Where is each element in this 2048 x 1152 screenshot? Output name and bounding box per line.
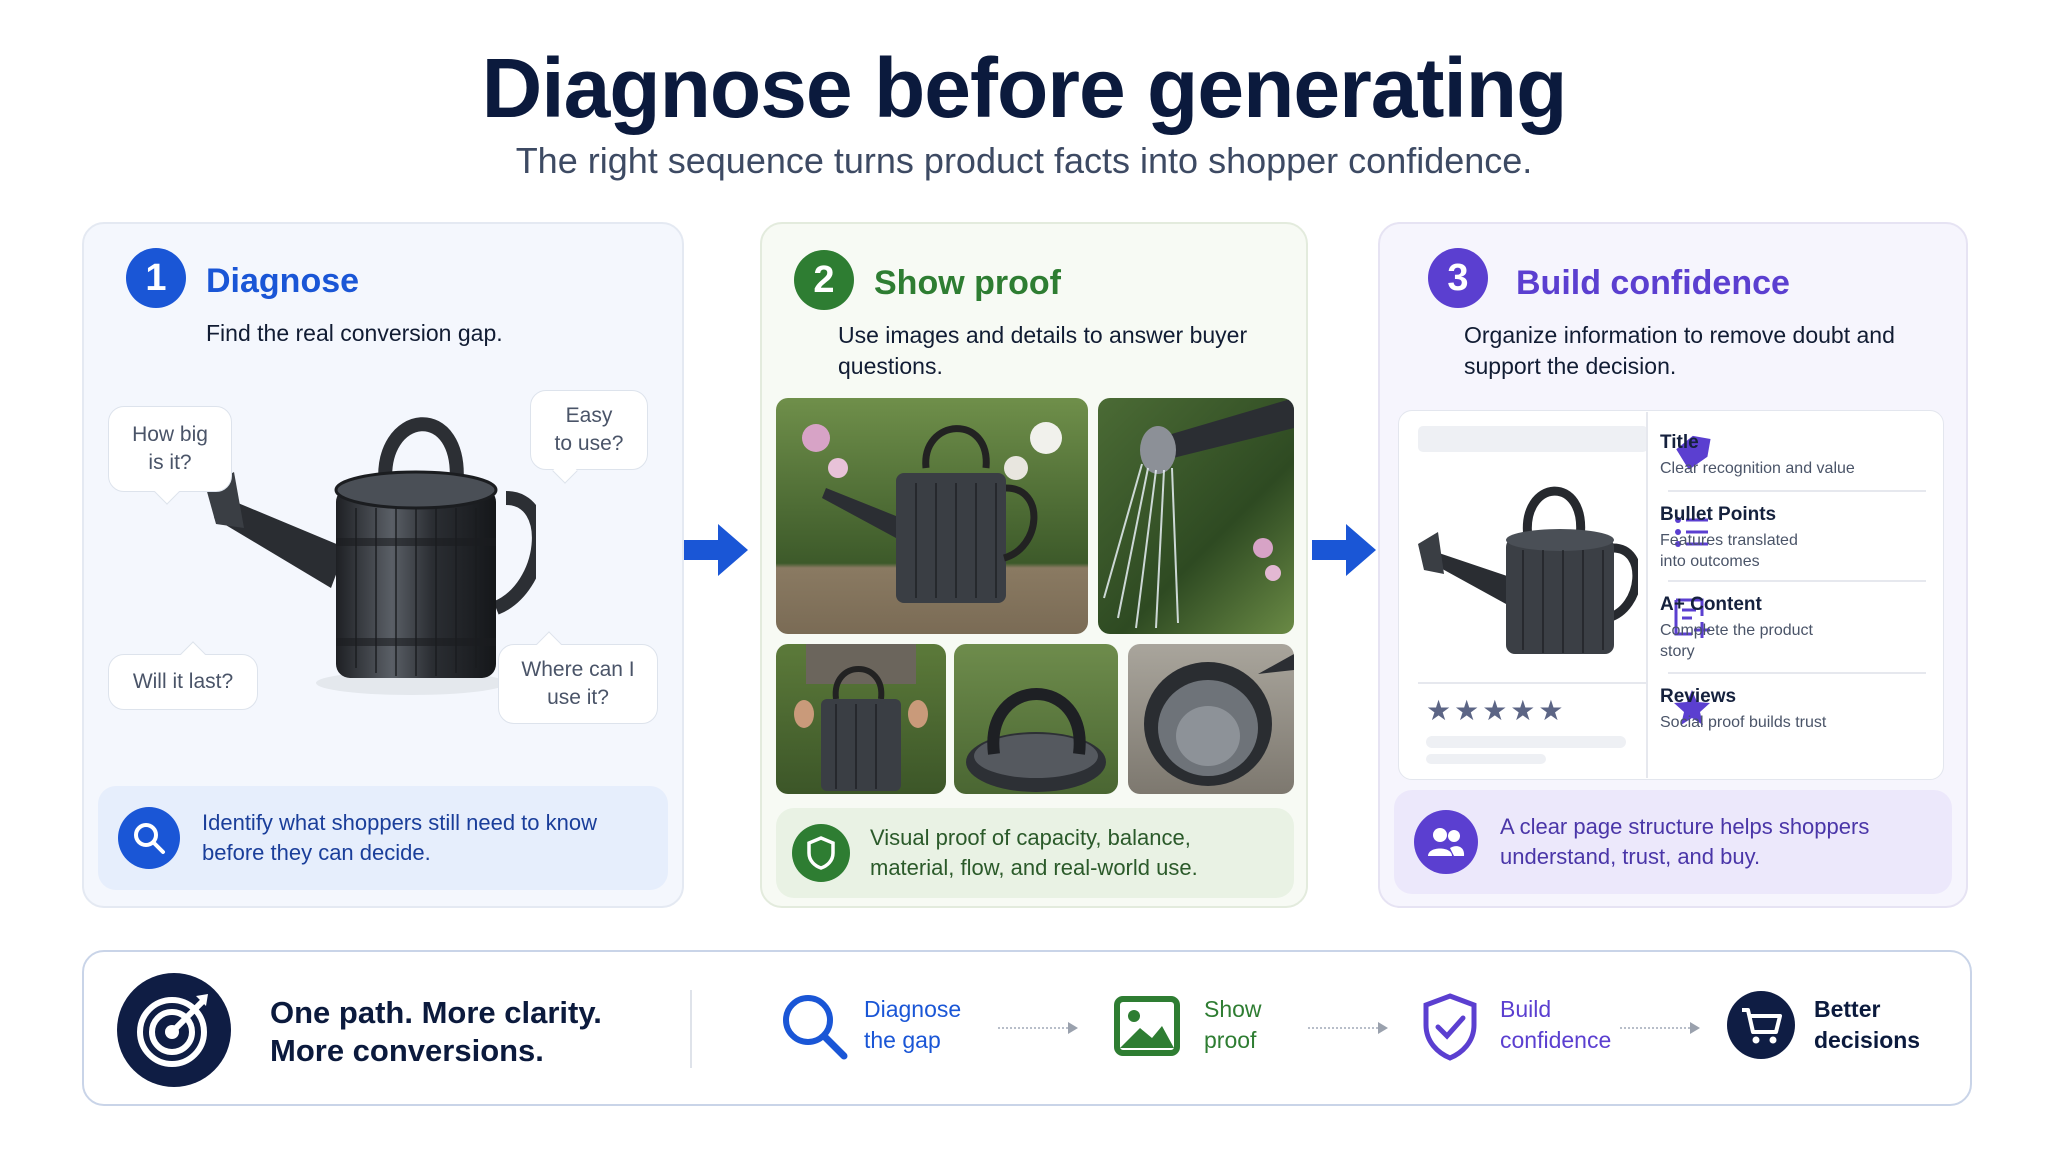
step-number-1: 1 — [126, 248, 186, 308]
question-bubble-size: How big is it? — [108, 406, 232, 492]
question-bubble-ease: Easy to use? — [530, 390, 648, 470]
search-icon — [783, 995, 848, 1060]
star-icon — [1674, 690, 1710, 725]
list-icon — [1675, 517, 1708, 547]
users-icon — [1414, 810, 1478, 874]
feature-a-plus-content: A+ Content Complete the product story — [1660, 594, 1813, 660]
build-confidence-callout-text: A clear page structure helps shoppers un… — [1500, 814, 1870, 869]
listing-title-placeholder — [1418, 426, 1648, 452]
product-photo-garden — [776, 398, 1088, 634]
search-icon — [118, 807, 180, 869]
product-listing-mockup — [1398, 410, 1944, 780]
feature-divider — [1668, 580, 1926, 582]
tag-icon — [1676, 435, 1711, 470]
feature-divider — [1668, 672, 1926, 674]
step-desc-build-confidence: Organize information to remove doubt and… — [1464, 322, 1895, 379]
watering-can-image — [206, 417, 536, 695]
product-photo-handle — [954, 644, 1118, 794]
feature-reviews: Reviews Social proof builds trust — [1660, 686, 1827, 731]
feature-bullet-points: Bullet Points Features translated into o… — [1660, 504, 1798, 570]
feature-title: Title Clear recognition and value — [1660, 432, 1855, 477]
cart-icon — [1727, 991, 1795, 1059]
question-bubble-usage: Where can I use it? — [498, 644, 658, 724]
question-bubble-durability: Will it last? — [108, 654, 258, 710]
summary-tagline: One path. More clarity. More conversions… — [270, 995, 602, 1068]
show-proof-callout: Visual proof of capacity, balance, mater… — [776, 808, 1294, 898]
arrow-right-icon — [1312, 524, 1376, 576]
listing-product-image — [1418, 486, 1638, 654]
page-subtitle: The right sequence turns product facts i… — [515, 140, 1533, 181]
rating-stars: ★★★★★ — [1426, 695, 1567, 726]
step-title-show-proof: Show proof — [874, 264, 1061, 302]
diagnose-callout: Identify what shoppers still need to kno… — [98, 786, 668, 890]
image-icon — [1114, 996, 1180, 1056]
flow-arrow — [998, 1022, 1078, 1034]
listing-text-placeholder — [1426, 736, 1626, 748]
step-title-diagnose: Diagnose — [206, 262, 360, 300]
diagnose-callout-text: Identify what shoppers still need to kno… — [202, 810, 598, 865]
product-photo-interior — [1128, 644, 1294, 794]
product-photo-pouring — [1098, 398, 1294, 634]
step-number-3: 3 — [1428, 248, 1488, 308]
build-confidence-callout: A clear page structure helps shoppers un… — [1394, 790, 1952, 894]
feature-divider — [1668, 490, 1926, 492]
listing-divider — [1646, 412, 1648, 778]
step-number-2: 2 — [794, 250, 854, 310]
shield-icon — [792, 824, 850, 882]
listing-text-placeholder — [1426, 754, 1546, 764]
product-photo-held — [776, 644, 946, 794]
step-title-build-confidence: Build confidence — [1516, 264, 1790, 302]
arrow-right-icon — [684, 524, 748, 576]
listing-divider — [1418, 682, 1646, 684]
step-desc-diagnose: Find the real conversion gap. — [206, 320, 503, 346]
flow-arrow — [1308, 1022, 1388, 1034]
page-title: Diagnose before generating — [481, 41, 1568, 135]
show-proof-callout-text: Visual proof of capacity, balance, mater… — [870, 825, 1198, 880]
target-icon — [117, 973, 231, 1087]
document-add-icon — [1674, 598, 1710, 638]
summary-divider — [690, 990, 692, 1068]
flow-arrow — [1620, 1022, 1700, 1034]
shield-check-icon — [1423, 993, 1477, 1061]
step-desc-show-proof: Use images and details to answer buyer q… — [838, 322, 1248, 379]
